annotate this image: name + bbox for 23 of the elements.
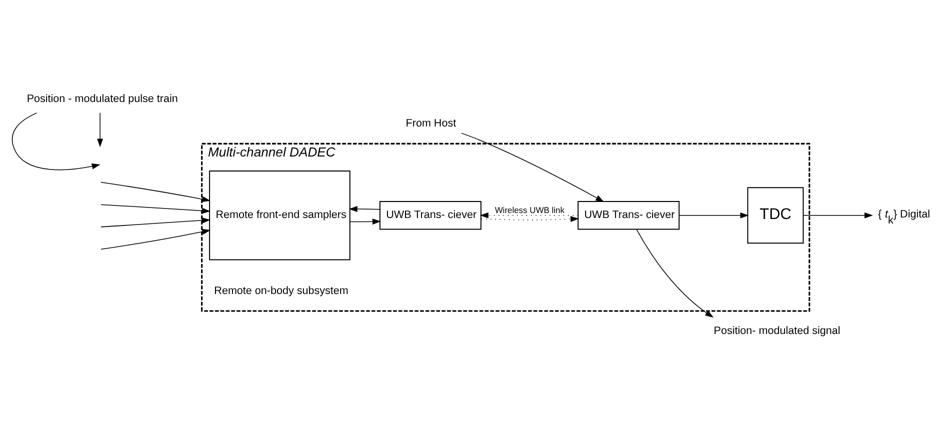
- arrow: [802, 212, 873, 218]
- arrow: [348, 206, 380, 212]
- arrow: [100, 217, 210, 228]
- arrow: [678, 212, 749, 218]
- edge-label: Wireless UWB link: [494, 204, 564, 215]
- node-box: Remote front-end samplers: [209, 170, 350, 260]
- arrow: [480, 216, 579, 222]
- arrow: [461, 132, 604, 202]
- node-text: Position- modulated signal: [714, 324, 840, 337]
- arrow: [636, 229, 714, 318]
- arrow: [97, 112, 104, 148]
- arrow: [350, 218, 381, 225]
- node-box: TDC: [747, 187, 804, 244]
- node-text: From Host: [406, 117, 456, 130]
- node-box: UWB Trans- ciever: [379, 201, 482, 230]
- node-box: UWB Trans- ciever: [578, 201, 680, 230]
- node-text: Position - modulated pulse train: [26, 92, 178, 105]
- arrow: [480, 212, 578, 218]
- arrow: [12, 112, 100, 170]
- arrow: [100, 204, 210, 214]
- arrow: [100, 182, 210, 202]
- arrow: [100, 228, 211, 250]
- node-text: Remote on-body subsystem: [214, 284, 348, 297]
